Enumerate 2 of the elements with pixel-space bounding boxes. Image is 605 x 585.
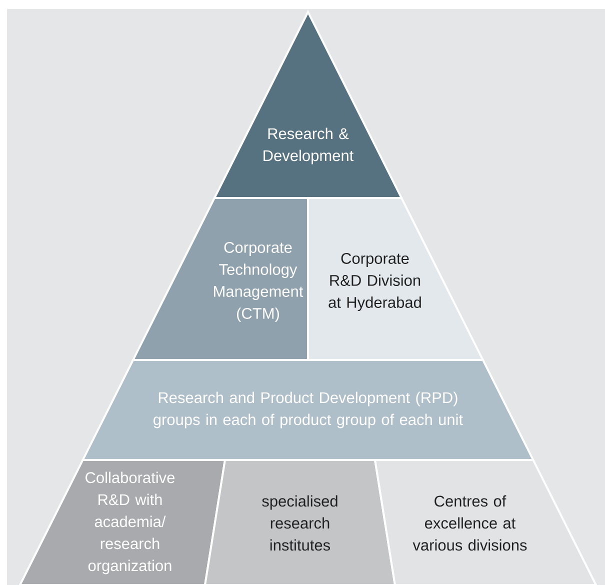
node-label: Centres of excellence at various divisions [412,495,527,551]
pyramid-section: Corporate R&D Division at Hyderabad [307,196,485,361]
